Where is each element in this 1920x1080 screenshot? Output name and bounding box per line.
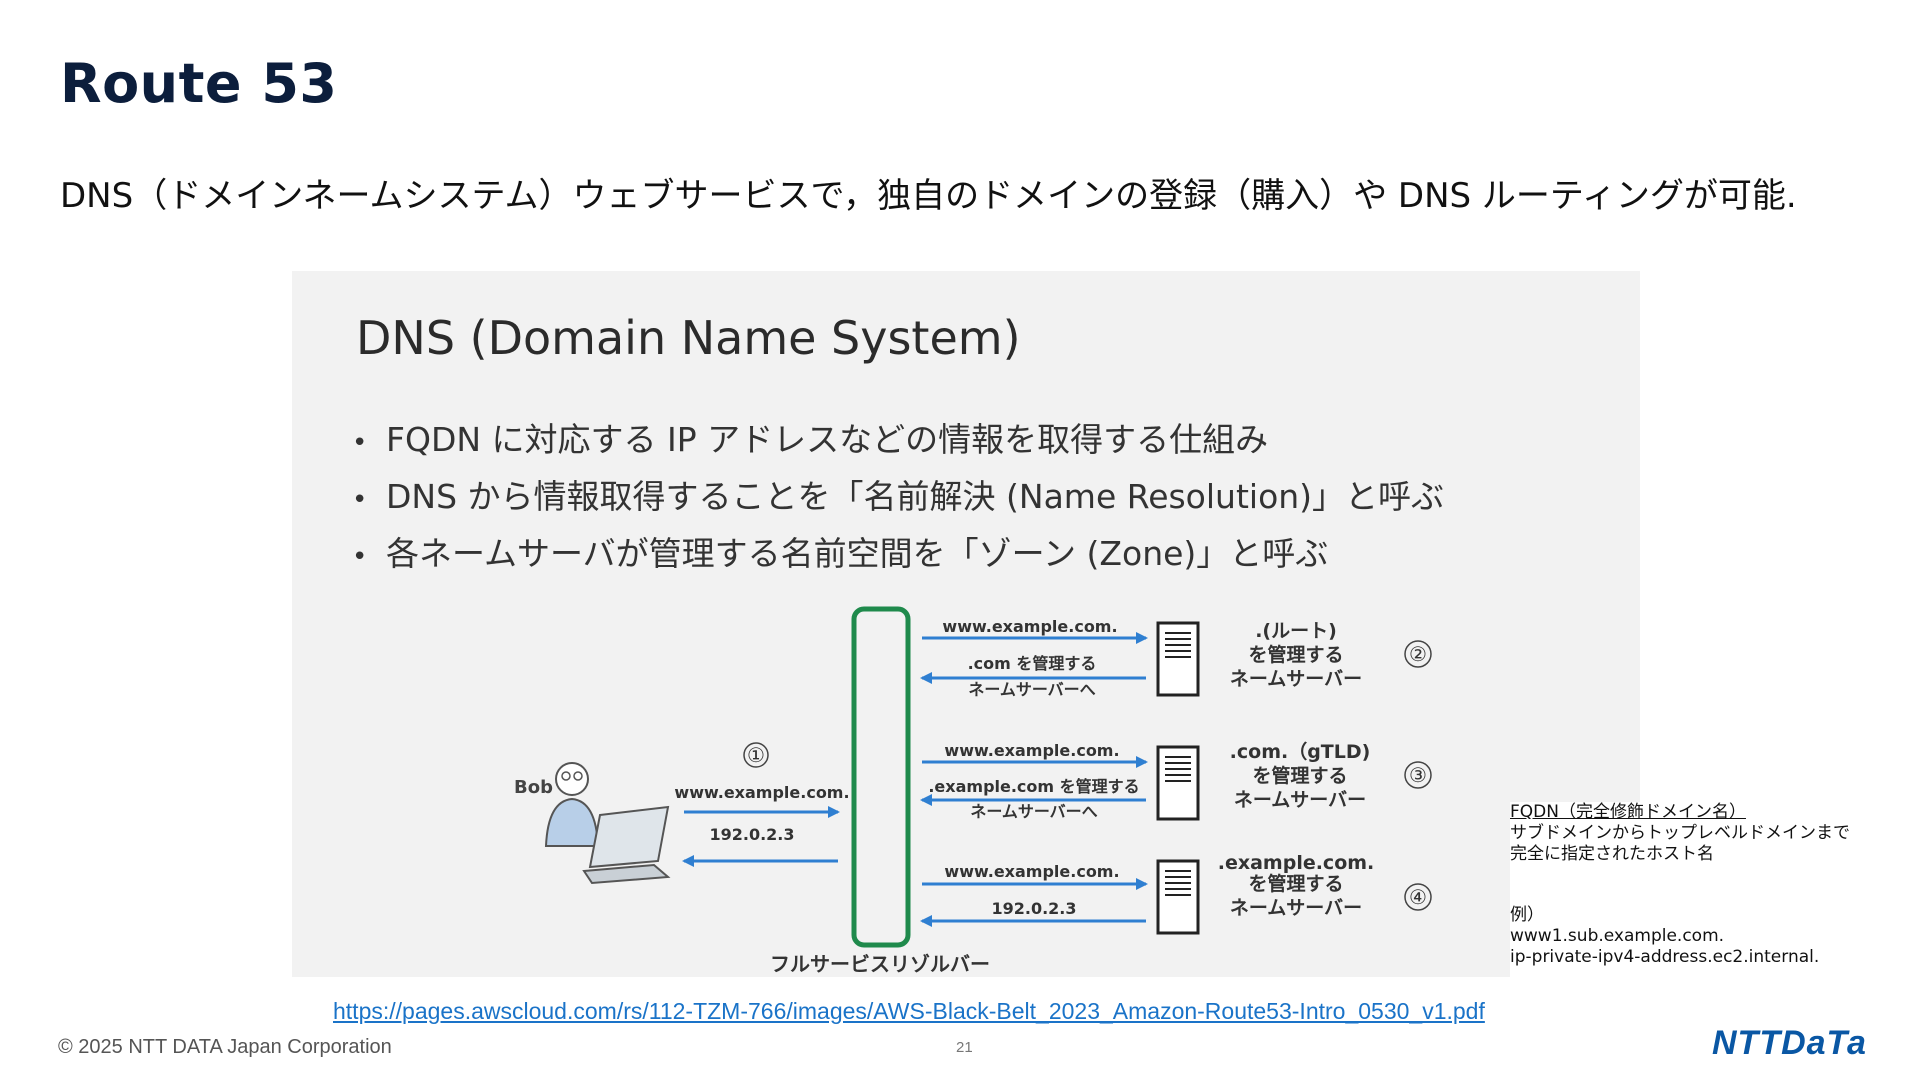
root-server-line1: .(ルート): [1255, 620, 1337, 642]
bullet-dot: •: [352, 485, 368, 515]
bullet-item: • FQDN に対応する IP アドレスなどの情報を取得する仕組み: [352, 413, 1444, 470]
tld-query-label: www.example.com.: [944, 741, 1119, 760]
fqdn-note-line1: サブドメインからトップレベルドメインまで: [1510, 823, 1850, 843]
user-name-label: Bob: [514, 777, 553, 798]
step-2-circle: [1404, 640, 1432, 668]
source-link[interactable]: https://pages.awscloud.com/rs/112-TZM-76…: [333, 998, 1485, 1024]
embedded-slide-image: DNS (Domain Name System) • FQDN に対応する IP …: [292, 271, 1640, 977]
bullet-item: • 各ネームサーバが管理する名前空間を「ゾーン (Zone)」と呼ぶ: [352, 527, 1444, 584]
fqdn-note: FQDN（完全修飾ドメイン名） サブドメインからトップレベルドメインまで 完全に…: [1510, 802, 1910, 978]
copyright-text: © 2025 NTT DATA Japan Corporation: [58, 1036, 392, 1058]
embedded-bullet-list: • FQDN に対応する IP アドレスなどの情報を取得する仕組み • DNS から…: [352, 413, 1444, 584]
tld-server-line1: .com.（gTLD): [1230, 740, 1371, 763]
step-2-label: ②: [1409, 642, 1427, 666]
bullet-item: • DNS から情報取得することを「名前解決 (Name Resolution)」…: [352, 470, 1444, 527]
root-server-line2: を管理する: [1248, 643, 1343, 666]
fqdn-example-1: www1.sub.example.com.: [1510, 926, 1725, 946]
fqdn-example-heading: 例）: [1510, 905, 1544, 925]
resolver-label: フルサービスリゾルバー: [770, 952, 990, 976]
ntt-data-logo: NTTDaTa: [1712, 1024, 1867, 1062]
auth-server-line2: を管理する: [1248, 872, 1343, 895]
fqdn-note-line2: 完全に指定されたホスト名: [1510, 844, 1714, 864]
bullet-dot: •: [352, 542, 368, 572]
tld-reply-line2: ネームサーバーへ: [970, 802, 1097, 821]
dns-resolution-diagram: フルサービスリゾルバー Bob ① www.example.com. 192.0…: [514, 606, 1432, 976]
step-4-circle: [1404, 883, 1432, 911]
tld-server-icon: [1156, 745, 1200, 821]
bullet-text: FQDN に対応する IP アドレスなどの情報を取得する仕組み: [386, 420, 1269, 459]
embedded-title: DNS (Domain Name System): [356, 311, 1021, 365]
step-1-label: ①: [747, 743, 765, 767]
auth-server-icon: [1156, 859, 1200, 935]
root-server-line3: ネームサーバー: [1230, 668, 1362, 690]
root-query-label: www.example.com.: [942, 617, 1117, 636]
bullet-text: 各ネームサーバが管理する名前空間を「ゾーン (Zone)」と呼ぶ: [386, 534, 1329, 573]
tld-server-line2: を管理する: [1252, 764, 1347, 787]
fqdn-note-heading: FQDN（完全修飾ドメイン名）: [1510, 802, 1746, 822]
resolver-box: [851, 606, 911, 948]
root-reply-line2: ネームサーバーへ: [968, 680, 1095, 699]
auth-query-label: www.example.com.: [944, 862, 1119, 881]
auth-server-line3: ネームサーバー: [1230, 897, 1362, 919]
tld-server-line3: ネームサーバー: [1234, 789, 1366, 811]
auth-reply-label: 192.0.2.3: [991, 899, 1076, 918]
step-4-label: ④: [1409, 885, 1427, 909]
tld-reply-line1: .example.com を管理する: [928, 777, 1139, 796]
step-3-circle: [1404, 761, 1432, 789]
bullet-text: DNS から情報取得することを「名前解決 (Name Resolution)」と…: [386, 477, 1445, 516]
step-1-circle: [743, 742, 769, 768]
fqdn-example-2: ip-private-ipv4-address.ec2.internal.: [1510, 947, 1820, 967]
spacer: [1510, 865, 1910, 905]
bob-user-icon: [544, 762, 600, 847]
bob-answer-label: 192.0.2.3: [709, 825, 794, 844]
root-reply-line1: .com を管理する: [968, 654, 1097, 673]
slide-subtitle: DNS（ドメインネームシステム）ウェブサービスで，独自のドメインの登録（購入）や…: [60, 176, 1797, 216]
slide-title: Route 53: [60, 52, 338, 115]
bob-query-label: www.example.com.: [674, 783, 849, 802]
root-server-icon: [1156, 621, 1200, 697]
bullet-dot: •: [352, 428, 368, 458]
auth-server-line1: .example.com.: [1218, 852, 1375, 874]
step-3-label: ③: [1409, 763, 1427, 787]
page-number: 21: [956, 1039, 973, 1056]
laptop-icon: [582, 805, 671, 885]
